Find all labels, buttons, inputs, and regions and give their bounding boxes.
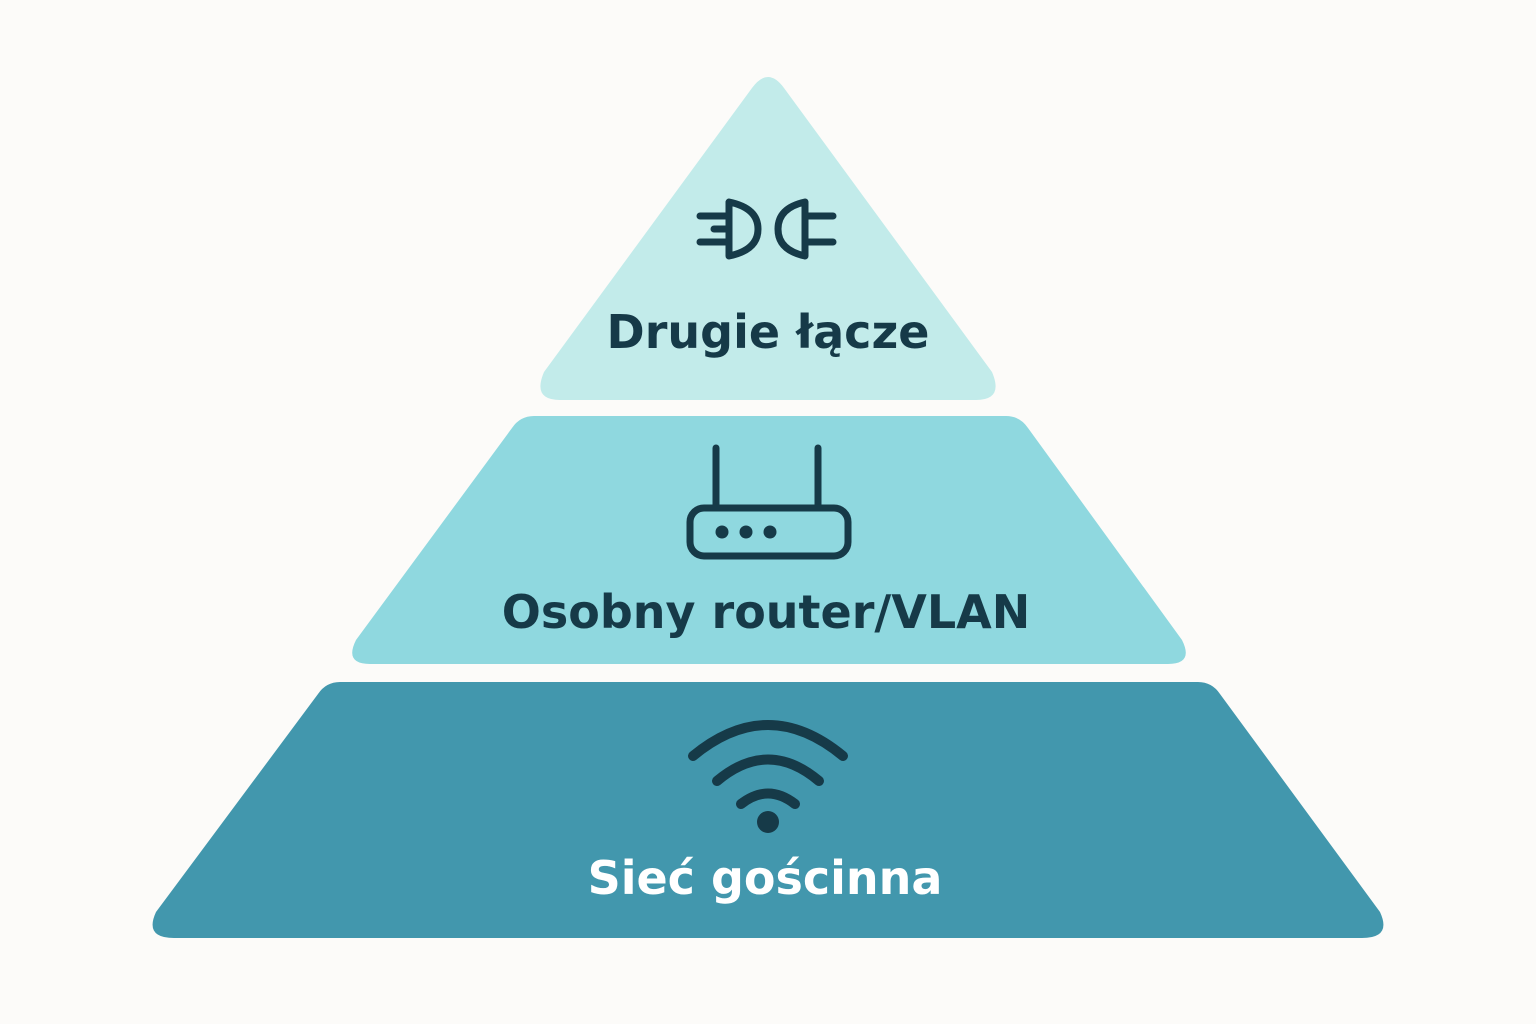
tier-top-shape [540, 77, 996, 400]
tier-middle-shape [352, 416, 1186, 664]
router-status-lights [715, 525, 777, 539]
tier-top-label: Drugie łącze [607, 305, 930, 359]
tier-middle-label: Osobny router/VLAN [502, 585, 1030, 639]
tier-bottom-shape [152, 682, 1384, 938]
tier-bottom-label: Sieć gościnna [588, 851, 943, 905]
pyramid-tier-bottom: Sieć gościnna [152, 682, 1384, 938]
plug-connector-icon [696, 198, 837, 260]
router-icon [686, 444, 852, 560]
wifi-icon-dot [757, 811, 779, 833]
wifi-icon [688, 720, 848, 809]
pyramid-tier-top: Drugie łącze [540, 77, 996, 400]
pyramid-tier-middle: Osobny router/VLAN [352, 416, 1186, 664]
